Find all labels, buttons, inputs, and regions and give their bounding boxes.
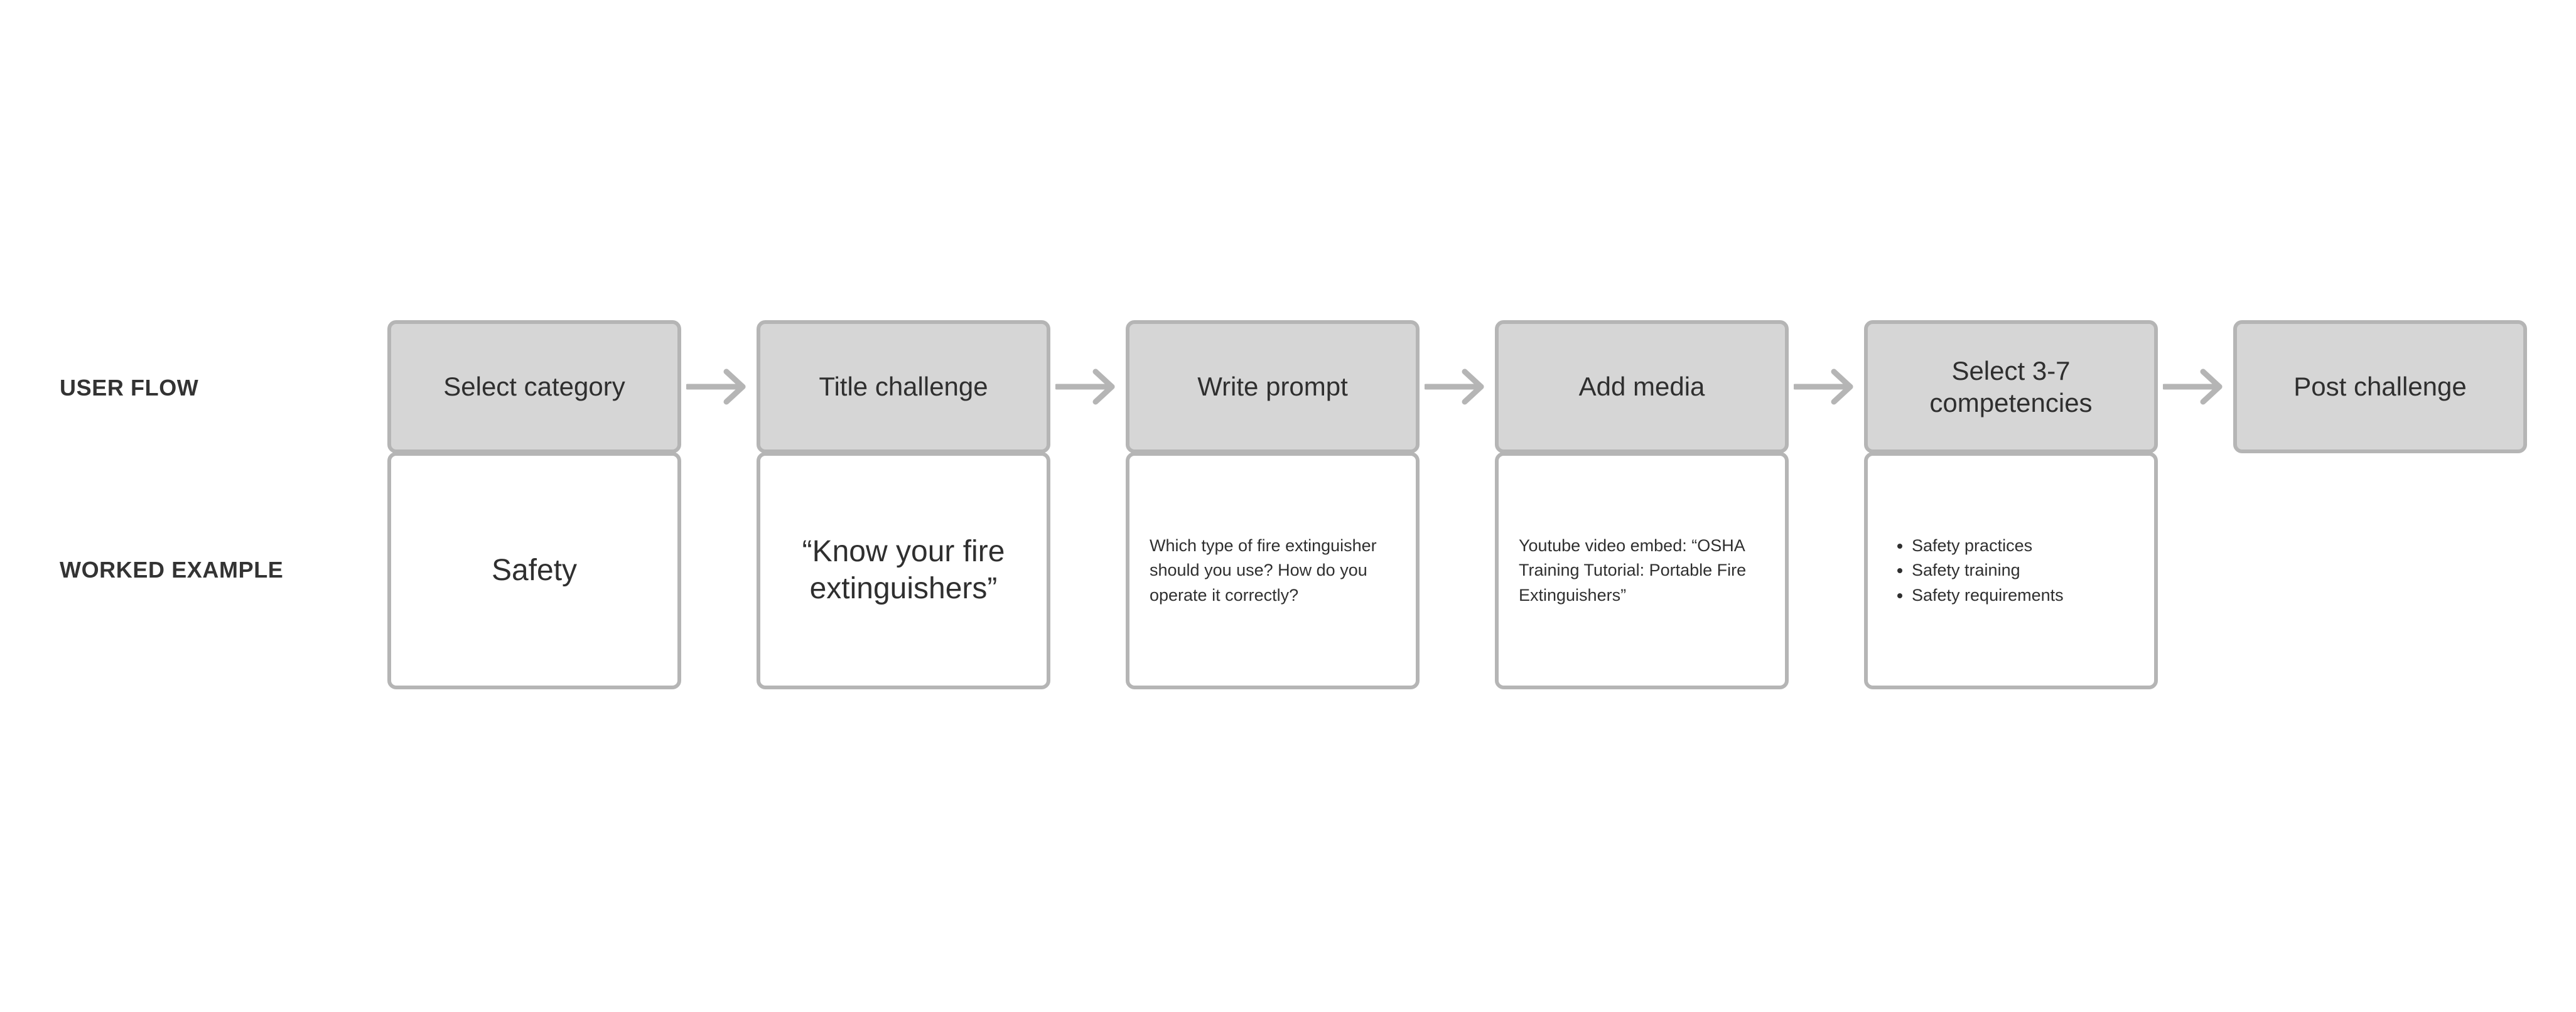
flow-arrow-3 — [1420, 320, 1495, 453]
worked-example-text: Safety — [491, 553, 578, 587]
flow-step-label: Write prompt — [1197, 372, 1348, 402]
flow-arrow-5 — [2158, 320, 2233, 453]
list-item: Safety practices — [1912, 534, 2064, 558]
flow-arrow-2 — [1050, 320, 1126, 453]
flow-column-6: Post challenge — [2233, 320, 2527, 691]
worked-example-box: Youtube video embed: “OSHA Training Tuto… — [1495, 452, 1789, 689]
arrow-right-icon — [1794, 369, 1853, 405]
worked-example-box: “Know your fire extinguishers” — [757, 452, 1050, 689]
worked-example-list: Safety practicesSafety trainingSafety re… — [1888, 534, 2064, 607]
arrow-right-icon — [2163, 369, 2223, 405]
row-label-worked-example: WORKED EXAMPLE — [60, 557, 284, 583]
flow-column-5: Select 3-7 competenciesSafety practicesS… — [1864, 320, 2158, 689]
flow-step-label: Title challenge — [819, 372, 988, 402]
worked-example-text: Which type of fire extinguisher should y… — [1150, 536, 1377, 605]
flow-step-box[interactable]: Title challenge — [757, 320, 1050, 453]
flow-step-box[interactable]: Select 3-7 competencies — [1864, 320, 2158, 453]
flow-step-box[interactable]: Post challenge — [2233, 320, 2527, 453]
flow-step-box[interactable]: Add media — [1495, 320, 1789, 453]
arrow-right-icon — [1425, 369, 1484, 405]
flow-step-label: Select category — [443, 372, 625, 402]
worked-example-box: Which type of fire extinguisher should y… — [1126, 452, 1420, 689]
worked-example-text: Youtube video embed: “OSHA Training Tuto… — [1519, 536, 1747, 605]
flow-step-label: Select 3-7 competencies — [1929, 355, 2093, 417]
worked-example-box: Safety — [387, 452, 681, 689]
arrow-right-icon — [1055, 369, 1115, 405]
flow-step-label: Post challenge — [2293, 372, 2467, 402]
flow-arrow-4 — [1789, 320, 1864, 453]
flow-step-label: Add media — [1578, 372, 1705, 402]
worked-example-box: Safety practicesSafety trainingSafety re… — [1864, 452, 2158, 689]
list-item: Safety training — [1912, 558, 2064, 583]
worked-example-text: “Know your fire extinguishers” — [802, 535, 1005, 605]
worked-example-empty — [2233, 453, 2527, 691]
row-label-user-flow: USER FLOW — [60, 375, 199, 401]
list-item: Safety requirements — [1912, 583, 2064, 608]
flow-arrow-1 — [681, 320, 757, 453]
flow-step-box[interactable]: Write prompt — [1126, 320, 1420, 453]
flow-column-2: Title challenge “Know your fire extinguis… — [757, 320, 1050, 689]
arrow-right-icon — [686, 369, 746, 405]
flow-step-box[interactable]: Select category — [387, 320, 681, 453]
